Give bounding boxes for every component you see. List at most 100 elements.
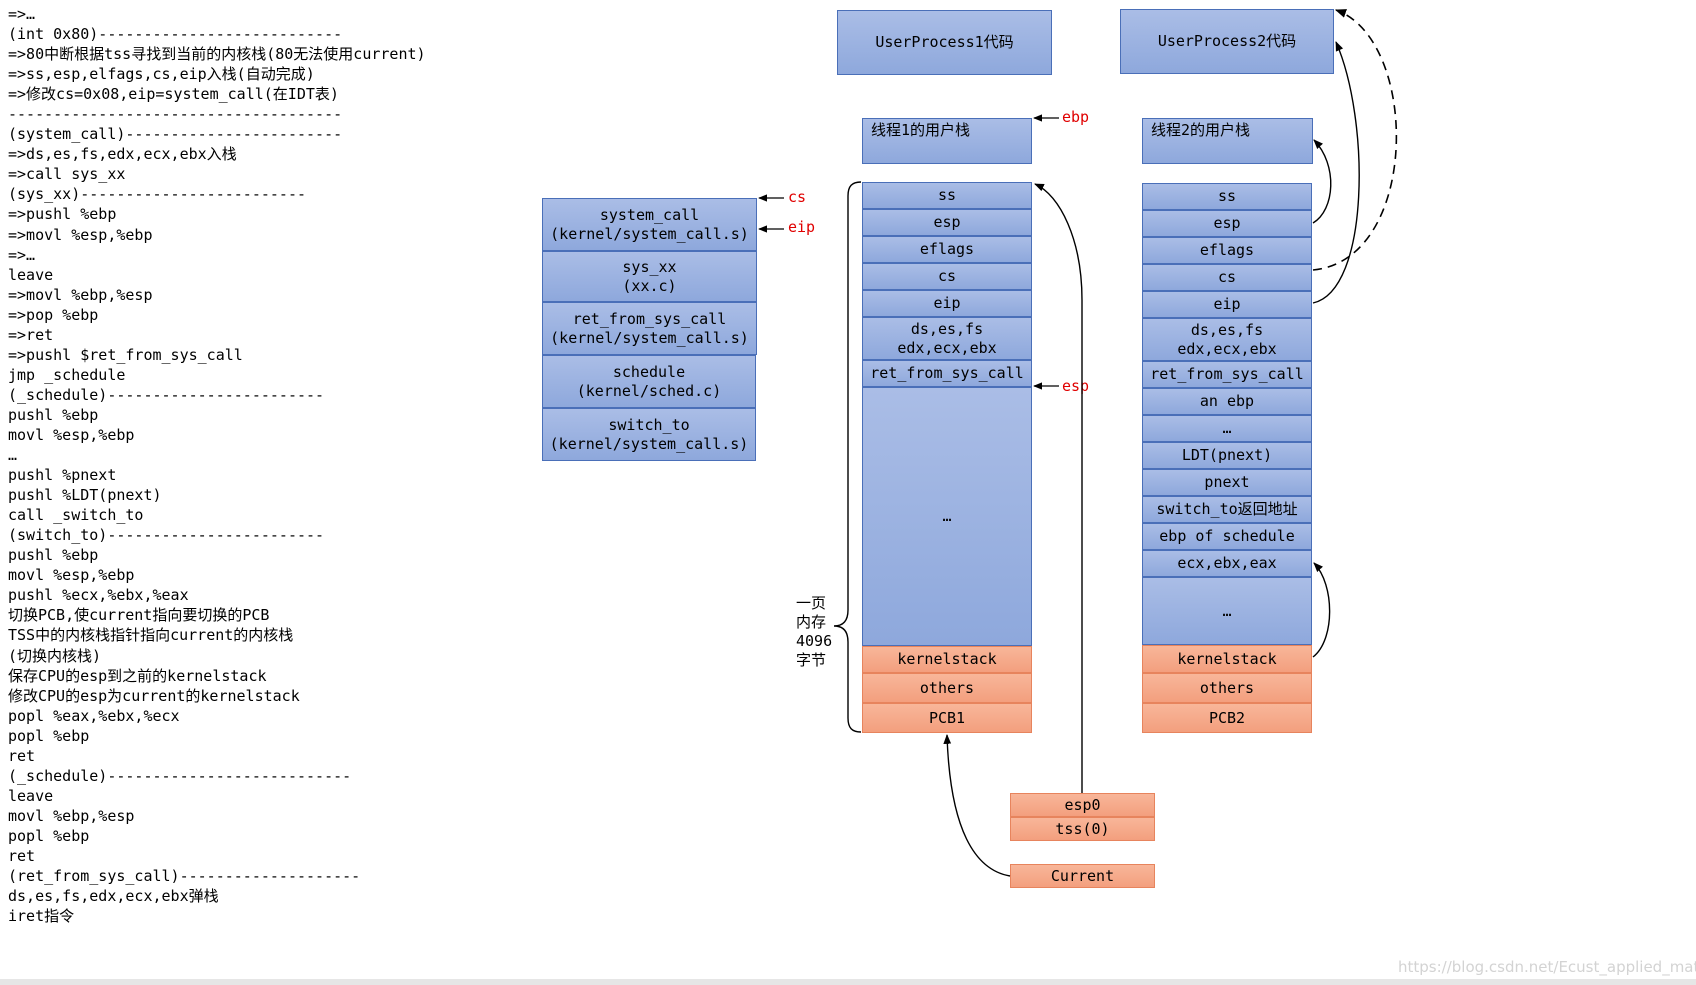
code-line: pushl %ebp [8, 405, 99, 424]
code-line: 保存CPU的esp到之前的kernelstack [8, 666, 267, 685]
code-line: jmp _schedule [8, 365, 126, 384]
code-line: … [8, 446, 18, 465]
stack-item-name: schedule [612, 362, 686, 381]
p2-eip: eip [1142, 291, 1312, 318]
code-line: (ret_from_sys_call)-------------------- [8, 867, 361, 886]
p1-cs: cs [862, 263, 1032, 290]
code-line: =>movl %esp,%ebp [8, 225, 153, 244]
stack-item-name: system_call [599, 205, 700, 224]
code-line: (system_call)------------------------ [8, 125, 343, 144]
stack-item-name: switch_to [608, 415, 690, 434]
stack-ret-from-sys-call: ret_from_sys_call (kernel/system_call.s) [542, 302, 757, 355]
tss-0: tss(0) [1010, 817, 1155, 841]
stack-item-file: (kernel/system_call.s) [550, 328, 749, 347]
p2-ebp-of-schedule: ebp of schedule [1142, 523, 1312, 550]
thread2-user-stack: 线程2的用户栈 [1142, 118, 1313, 164]
p2-segregs: ds,es,fs edx,ecx,ebx [1142, 318, 1312, 361]
stack-item-file: (kernel/sched.c) [576, 381, 722, 400]
current-pointer: Current [1010, 864, 1155, 888]
code-line: TSS中的内核栈指针指向current的内核栈 [8, 626, 294, 645]
p2-switch-to-ret: switch_to返回地址 [1142, 496, 1312, 523]
p2-segregs-line2: edx,ecx,ebx [1177, 339, 1277, 358]
code-line: =>pushl %ebp [8, 205, 117, 224]
p2-an-ebp: an ebp [1142, 388, 1312, 415]
current-arrow [943, 734, 1011, 877]
code-line: call _switch_to [8, 506, 144, 525]
p1-ellipsis: … [862, 387, 1032, 646]
code-line: =>修改cs=0x08,eip=system_call(在IDT表) [8, 85, 339, 104]
userprocess2-code: UserProcess2代码 [1120, 9, 1334, 74]
p1-segregs-line2: edx,ecx,ebx [897, 338, 997, 357]
page-memory-line3: 4096 [796, 632, 833, 650]
stack-schedule: schedule (kernel/sched.c) [542, 355, 756, 408]
p2-esp: esp [1142, 210, 1312, 237]
code-line: =>pushl $ret_from_sys_call [8, 345, 243, 364]
page-memory-line4: 字节 [796, 651, 827, 669]
p2-cs: cs [1142, 264, 1312, 291]
stack-item-file: (kernel/system_call.s) [550, 224, 749, 243]
code-line: =>80中断根据tss寻找到当前的内核栈(80无法使用current) [8, 45, 426, 64]
stack-switch-to: switch_to (kernel/system_call.s) [542, 408, 756, 461]
page-memory-line2: 内存 [796, 613, 827, 631]
code-line: (switch_to)------------------------ [8, 526, 325, 545]
page-memory-label: 一页 内存 4096 字节 [796, 594, 832, 670]
p2-ret-from-sys-call: ret_from_sys_call [1142, 361, 1312, 388]
p1-esp: esp [862, 209, 1032, 236]
code-listing: =>… (int 0x80)---------------------------… [8, 4, 488, 926]
code-line: popl %ebp [8, 726, 90, 745]
stack-item-name: ret_from_sys_call [572, 309, 727, 328]
code-line: movl %ebp,%esp [8, 806, 135, 825]
code-line: =>movl %ebp,%esp [8, 285, 153, 304]
code-line: iret指令 [8, 907, 75, 926]
bottom-divider [0, 979, 1696, 985]
code-line: (int 0x80)--------------------------- [8, 25, 343, 44]
code-line: leave [8, 265, 54, 284]
code-line: (_schedule)--------------------------- [8, 766, 352, 785]
thread1-user-stack: 线程1的用户栈 [862, 118, 1032, 164]
p1-segregs-line1: ds,es,fs [910, 319, 984, 338]
p2-others: others [1142, 673, 1312, 703]
watermark: https://blog.csdn.net/Ecust_applied_math [1398, 958, 1696, 976]
p2-ss: ss [1142, 183, 1312, 210]
code-line: pushl %ecx,%ebx,%eax [8, 586, 189, 605]
code-line: ret [8, 746, 36, 765]
code-line: ------------------------------------- [8, 105, 343, 124]
p2-esp-to-userstack [1312, 139, 1332, 224]
p1-others: others [862, 673, 1032, 703]
code-line: leave [8, 786, 54, 805]
code-line: =>… [8, 5, 36, 23]
p2-segregs-line1: ds,es,fs [1190, 320, 1264, 339]
code-line: =>ret [8, 325, 54, 344]
p2-ellipsis: … [1142, 577, 1312, 645]
stack-system-call: system_call (kernel/system_call.s) [542, 198, 757, 251]
esp0-arrow [1034, 183, 1083, 793]
tss-esp0: esp0 [1010, 793, 1155, 817]
page-brace [833, 181, 862, 733]
p2-kernelstack: kernelstack [1142, 645, 1312, 673]
code-line: popl %eax,%ebx,%ecx [8, 706, 180, 725]
stack-item-file: (xx.c) [622, 276, 677, 295]
p1-segregs: ds,es,fs edx,ecx,ebx [862, 317, 1032, 360]
p2-pcb: PCB2 [1142, 703, 1312, 733]
p1-eflags: eflags [862, 236, 1032, 263]
code-line: (_schedule)------------------------ [8, 385, 325, 404]
p2-kernelstack-arrow [1312, 562, 1331, 658]
code-line: =>ss,esp,elfags,cs,eip入栈(自动完成) [8, 65, 315, 84]
code-line: pushl %pnext [8, 466, 117, 485]
stack-item-file: (kernel/system_call.s) [549, 434, 749, 453]
userprocess1-code: UserProcess1代码 [837, 10, 1052, 75]
ebp-label: ebp [1062, 108, 1090, 126]
stack-item-name: sys_xx [622, 257, 677, 276]
code-line: pushl %LDT(pnext) [8, 486, 162, 505]
p1-kernelstack: kernelstack [862, 646, 1032, 673]
p1-pcb: PCB1 [862, 703, 1032, 733]
code-line: =>pop %ebp [8, 305, 99, 324]
code-line: pushl %ebp [8, 546, 99, 565]
p2-pnext: pnext [1142, 469, 1312, 496]
p1-ss: ss [862, 182, 1032, 209]
p1-ret-from-sys-call: ret_from_sys_call [862, 360, 1032, 387]
code-line: popl %ebp [8, 826, 90, 845]
code-line: ret [8, 846, 36, 865]
p2-eip-to-code [1312, 41, 1360, 304]
code-line: ds,es,fs,edx,ecx,ebx弹栈 [8, 887, 219, 906]
